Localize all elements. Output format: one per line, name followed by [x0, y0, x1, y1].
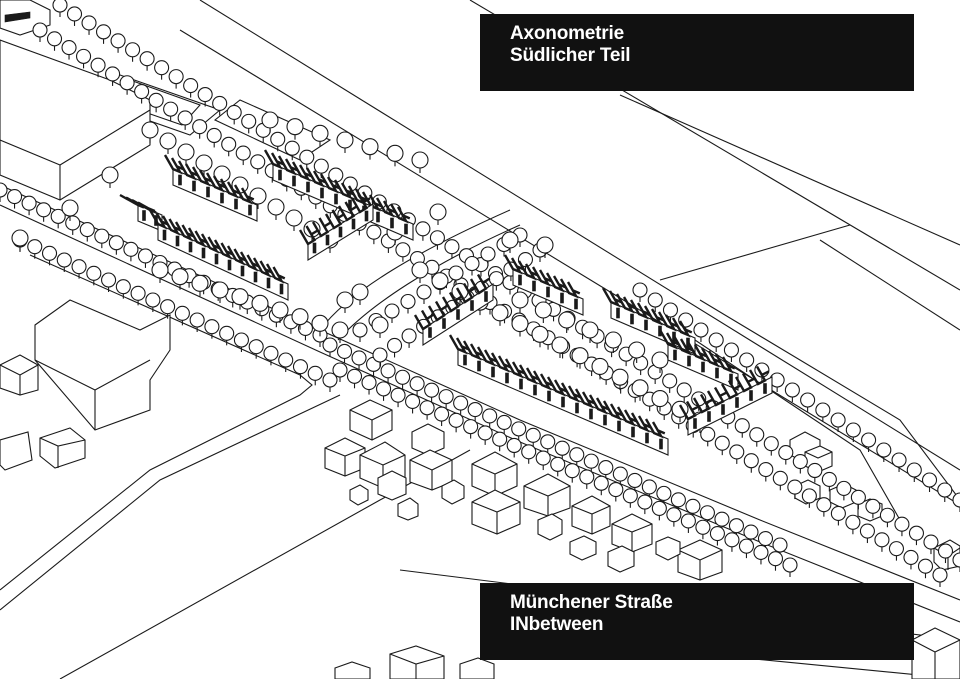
- drawing-title-box: Axonometrie Südlicher Teil: [480, 14, 914, 91]
- project-title-line-1: Münchener Straße: [510, 592, 673, 613]
- new-residential-blocks: [119, 149, 773, 456]
- drawing-title-line-2: Südlicher Teil: [510, 45, 631, 66]
- project-title-box: Münchener Straße INbetween: [480, 583, 914, 660]
- drawing-title-line-1: Axonometrie: [510, 23, 624, 44]
- existing-buildings: [0, 0, 171, 471]
- project-title-line-2: INbetween: [510, 614, 604, 635]
